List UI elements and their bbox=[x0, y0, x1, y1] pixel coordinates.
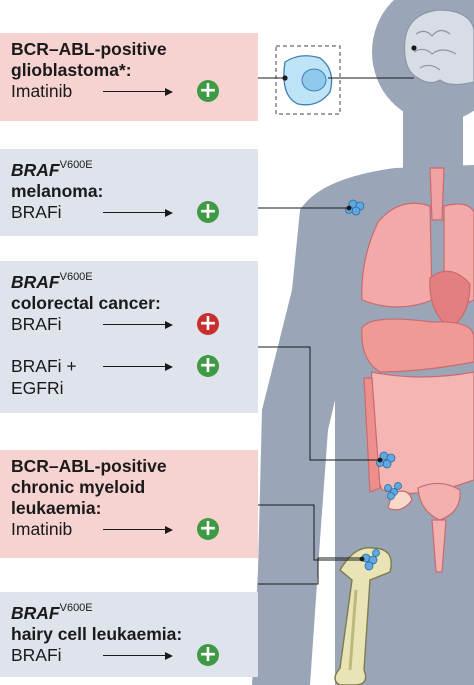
panel-heading-line: BCR–ABL-positive bbox=[11, 39, 167, 59]
plus-circle-icon: + bbox=[197, 642, 219, 667]
minus-circle-icon: + bbox=[197, 311, 219, 336]
right-lung bbox=[361, 202, 433, 308]
intestines bbox=[368, 371, 474, 494]
panel-heading-line: colorectal cancer: bbox=[11, 293, 161, 313]
leader-endpoints bbox=[282, 45, 417, 562]
treatment-row: BRAFi + bbox=[11, 311, 248, 336]
drug-label: Imatinib bbox=[11, 519, 73, 539]
treatment-row: BRAFi + bbox=[11, 642, 248, 667]
panel-heading-line: BCR–ABL-positive bbox=[11, 456, 167, 476]
drug-label: EGFRi bbox=[11, 378, 64, 398]
panel-hairy-cell: BRAFV600E hairy cell leukaemia: BRAFi + bbox=[0, 592, 258, 677]
gene-variant: V600E bbox=[59, 159, 93, 171]
panel-heading-line: hairy cell leukaemia: bbox=[11, 624, 183, 644]
panel-heading-line: leukaemia: bbox=[11, 498, 102, 518]
drug-label: BRAFi bbox=[11, 645, 62, 665]
gene-variant: V600E bbox=[59, 602, 93, 614]
uterus-tube bbox=[431, 519, 447, 573]
colon bbox=[363, 377, 381, 493]
arrow-icon bbox=[103, 362, 173, 371]
arrow-icon bbox=[103, 651, 173, 660]
panel-heading-line: melanoma: bbox=[11, 181, 104, 201]
leader-lines bbox=[230, 77, 414, 585]
treatment-row: BRAFi + bbox=[11, 199, 248, 224]
treatment-row: BRAFi + + bbox=[11, 353, 248, 378]
panel-heading-line: glioblastoma*: bbox=[11, 60, 132, 80]
arrow-icon bbox=[103, 208, 173, 217]
drug-label: BRAFi + bbox=[11, 356, 77, 376]
brain-icon bbox=[403, 9, 474, 86]
plus-circle-icon: + bbox=[197, 516, 219, 541]
gene-name: BRAF bbox=[11, 272, 60, 292]
organs bbox=[361, 167, 474, 573]
gene-variant: V600E bbox=[59, 271, 93, 283]
heart bbox=[429, 270, 471, 329]
arrow-icon bbox=[103, 320, 173, 329]
treatment-row-continued: EGFRi bbox=[11, 378, 248, 400]
panel-cml: BCR–ABL-positive chronic myeloid leukaem… bbox=[0, 450, 258, 558]
gene-name: BRAF bbox=[11, 603, 60, 623]
panel-glioblastoma: BCR–ABL-positive glioblastoma*: Imatinib… bbox=[0, 33, 258, 121]
gene-name: BRAF bbox=[11, 160, 60, 180]
treatment-row: Imatinib + bbox=[11, 78, 248, 103]
panel-melanoma: BRAFV600E melanoma: BRAFi + bbox=[0, 149, 258, 236]
liver bbox=[361, 318, 474, 373]
panel-heading-gene: BRAFV600E bbox=[11, 598, 248, 624]
drug-label: BRAFi bbox=[11, 202, 62, 222]
panel-colorectal: BRAFV600E colorectal cancer: BRAFi + BRA… bbox=[0, 261, 258, 413]
plus-circle-icon: + bbox=[197, 353, 219, 378]
arrow-icon bbox=[103, 525, 173, 534]
plus-circle-icon: + bbox=[197, 199, 219, 224]
treatment-row: Imatinib + bbox=[11, 516, 248, 541]
plus-circle-icon: + bbox=[197, 78, 219, 103]
drug-label: BRAFi bbox=[11, 314, 62, 334]
panel-heading-gene: BRAFV600E bbox=[11, 267, 248, 293]
panel-heading-gene: BRAFV600E bbox=[11, 155, 248, 181]
arrow-icon bbox=[103, 87, 173, 96]
femur-bone-icon bbox=[334, 546, 392, 685]
drug-label: Imatinib bbox=[11, 81, 73, 101]
cell-icon bbox=[275, 45, 341, 115]
panel-heading-line: chronic myeloid bbox=[11, 477, 146, 497]
bladder bbox=[417, 482, 461, 521]
